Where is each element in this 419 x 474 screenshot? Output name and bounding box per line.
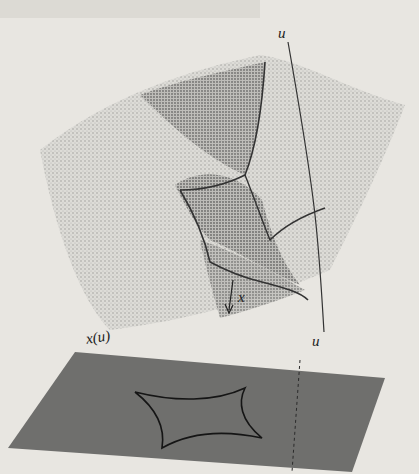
fold-edge [180, 62, 265, 190]
surface-fold [140, 62, 265, 175]
curve-label: u [278, 26, 286, 41]
curve-u [288, 42, 324, 332]
axis-label: x [238, 290, 245, 305]
map-label: x(u) [85, 328, 111, 346]
fold-edge [245, 175, 325, 240]
caustic-curve [135, 388, 262, 448]
page-band [0, 0, 260, 18]
curve-label: u [312, 334, 320, 349]
fold-edge [180, 190, 308, 300]
base-plane [8, 352, 385, 472]
arrow-head [225, 304, 233, 313]
surface-sheet [40, 55, 405, 330]
dashed-line [292, 360, 300, 472]
